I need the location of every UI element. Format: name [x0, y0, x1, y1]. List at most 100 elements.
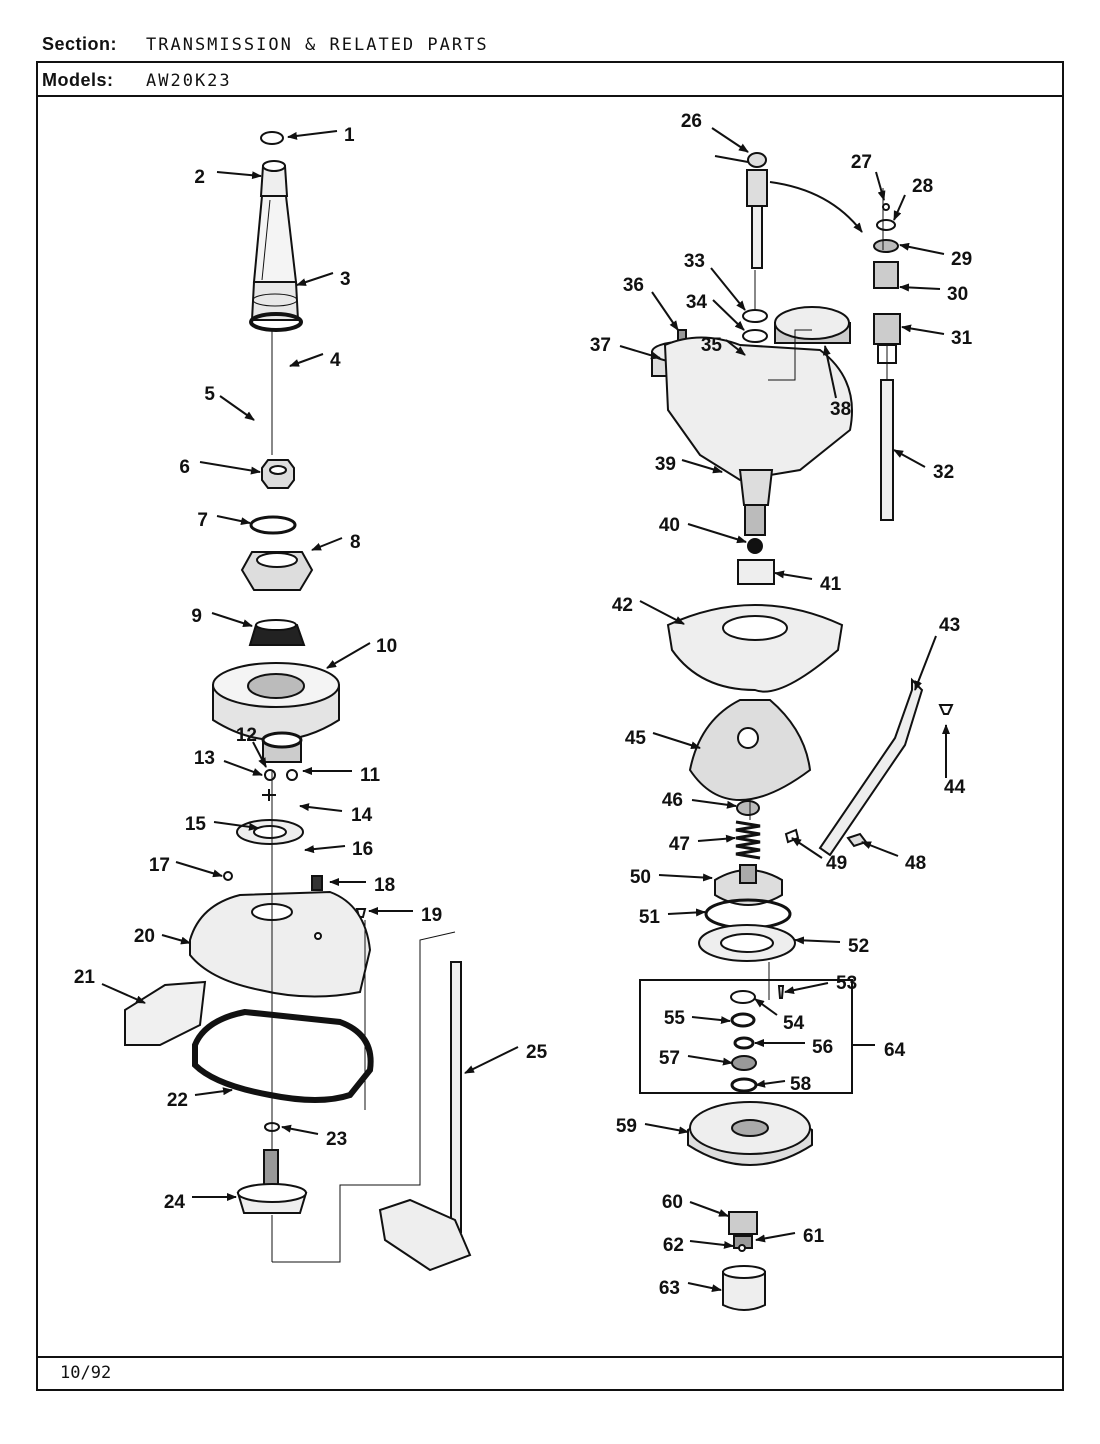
callout-31: 31 — [951, 328, 973, 349]
callout-3: 3 — [340, 269, 351, 290]
callout-arrow-60 — [689, 1201, 729, 1217]
part-48-screw — [846, 832, 868, 848]
models-header: Models:AW20K23 — [42, 70, 232, 91]
callout-arrow-25 — [464, 1046, 519, 1074]
callout-arrow-9 — [211, 612, 253, 628]
part-18-plug — [311, 875, 323, 891]
callout-arrow-4 — [289, 353, 324, 367]
callout-16: 16 — [352, 839, 373, 860]
part-25-crank — [378, 1198, 472, 1272]
part-45-shield — [688, 699, 812, 802]
callout-arrow-32 — [893, 449, 926, 468]
callout-layer: 1234567891011121314151617181920212223242… — [74, 111, 973, 1299]
callout-arrow-51 — [667, 908, 706, 917]
callout-arrow-42 — [639, 600, 685, 625]
callout-arrow-58 — [755, 1079, 786, 1088]
callout-arrow-45 — [652, 732, 701, 750]
callout-arrow-17 — [175, 861, 223, 878]
callout-arrow-2 — [216, 171, 262, 180]
callout-34: 34 — [686, 292, 708, 313]
callout-arrow-31 — [901, 324, 945, 335]
callout-arrow-36 — [651, 291, 679, 331]
callout-arrow-23 — [281, 1124, 319, 1135]
part-26-shaft-body — [746, 169, 768, 207]
callout-21: 21 — [74, 967, 96, 988]
callout-52: 52 — [848, 936, 869, 957]
callout-arrow-7 — [216, 515, 251, 526]
page-frame — [36, 61, 1064, 1391]
callout-arrow-48 — [861, 841, 899, 857]
part-34-washer — [742, 329, 768, 343]
callout-arrow-53 — [784, 982, 829, 995]
callout-30: 30 — [947, 284, 968, 305]
callout-1: 1 — [344, 125, 355, 146]
callout-49: 49 — [826, 853, 847, 874]
callout-20: 20 — [134, 926, 155, 947]
part-44-screw — [938, 704, 954, 715]
callout-arrow-62 — [689, 1240, 734, 1249]
callout-2: 2 — [194, 167, 205, 188]
callout-arrow-10 — [326, 642, 371, 669]
callout-11: 11 — [360, 765, 381, 786]
callout-arrow-52 — [794, 936, 841, 945]
callout-41: 41 — [820, 574, 842, 595]
callout-55: 55 — [664, 1008, 686, 1029]
callout-arrow-61 — [755, 1232, 796, 1243]
callout-17: 17 — [149, 855, 170, 876]
callout-4: 4 — [330, 350, 341, 371]
callout-arrow-57 — [687, 1055, 733, 1066]
part-64-kit-box — [639, 979, 853, 1094]
part-5-seal — [249, 312, 303, 332]
callout-arrow-37 — [619, 345, 661, 360]
part-58-ring — [730, 1077, 758, 1093]
callout-arrow-3 — [296, 272, 334, 286]
footer-date: 10/92 — [60, 1363, 112, 1383]
part-21-pad — [124, 980, 207, 1046]
callout-22: 22 — [167, 1090, 188, 1111]
part-28-washer — [876, 219, 896, 231]
callout-arrow-34 — [712, 299, 745, 331]
callout-51: 51 — [639, 907, 661, 928]
callout-36: 36 — [623, 275, 644, 296]
callout-arrow-47 — [697, 834, 736, 843]
callout-5: 5 — [204, 384, 215, 405]
callout-arrow-55 — [691, 1016, 731, 1025]
callout-33: 33 — [684, 251, 705, 272]
callout-23: 23 — [326, 1129, 347, 1150]
callout-47: 47 — [669, 834, 690, 855]
part-29-washer — [873, 239, 899, 253]
part-53-screw — [777, 985, 785, 999]
callout-64: 64 — [884, 1040, 906, 1061]
models-label: Models: — [42, 70, 114, 90]
part-25-shaft — [450, 961, 462, 1233]
part-54-washer — [730, 990, 756, 1004]
callout-9: 9 — [191, 606, 202, 627]
part-42-dome — [666, 604, 844, 693]
callout-arrow-63 — [687, 1282, 722, 1293]
callout-46: 46 — [662, 790, 683, 811]
part-1-ring — [260, 131, 284, 145]
callout-arrow-35 — [725, 339, 746, 356]
part-62-pin — [738, 1244, 746, 1252]
callout-6: 6 — [179, 457, 190, 478]
callout-13: 13 — [194, 748, 215, 769]
part-57-bearing — [731, 1055, 757, 1071]
part-39-gear-case — [663, 336, 853, 482]
section-value: TRANSMISSION & RELATED PARTS — [146, 35, 489, 55]
callout-arrow-5 — [219, 395, 255, 421]
callout-60: 60 — [662, 1192, 683, 1213]
callout-56: 56 — [812, 1037, 833, 1058]
part-17-screw — [223, 871, 233, 881]
callout-58: 58 — [790, 1074, 811, 1095]
part-60-nut — [728, 1211, 758, 1235]
part-14-clip — [262, 789, 276, 801]
right-transmission-parts — [639, 152, 954, 1311]
part-15-washer — [286, 769, 298, 781]
callout-arrow-38 — [822, 345, 837, 399]
callout-42: 42 — [612, 595, 633, 616]
callout-54: 54 — [783, 1013, 805, 1034]
callout-24: 24 — [164, 1192, 186, 1213]
callout-arrow-33 — [710, 267, 746, 311]
callout-arrow-6 — [199, 461, 261, 475]
